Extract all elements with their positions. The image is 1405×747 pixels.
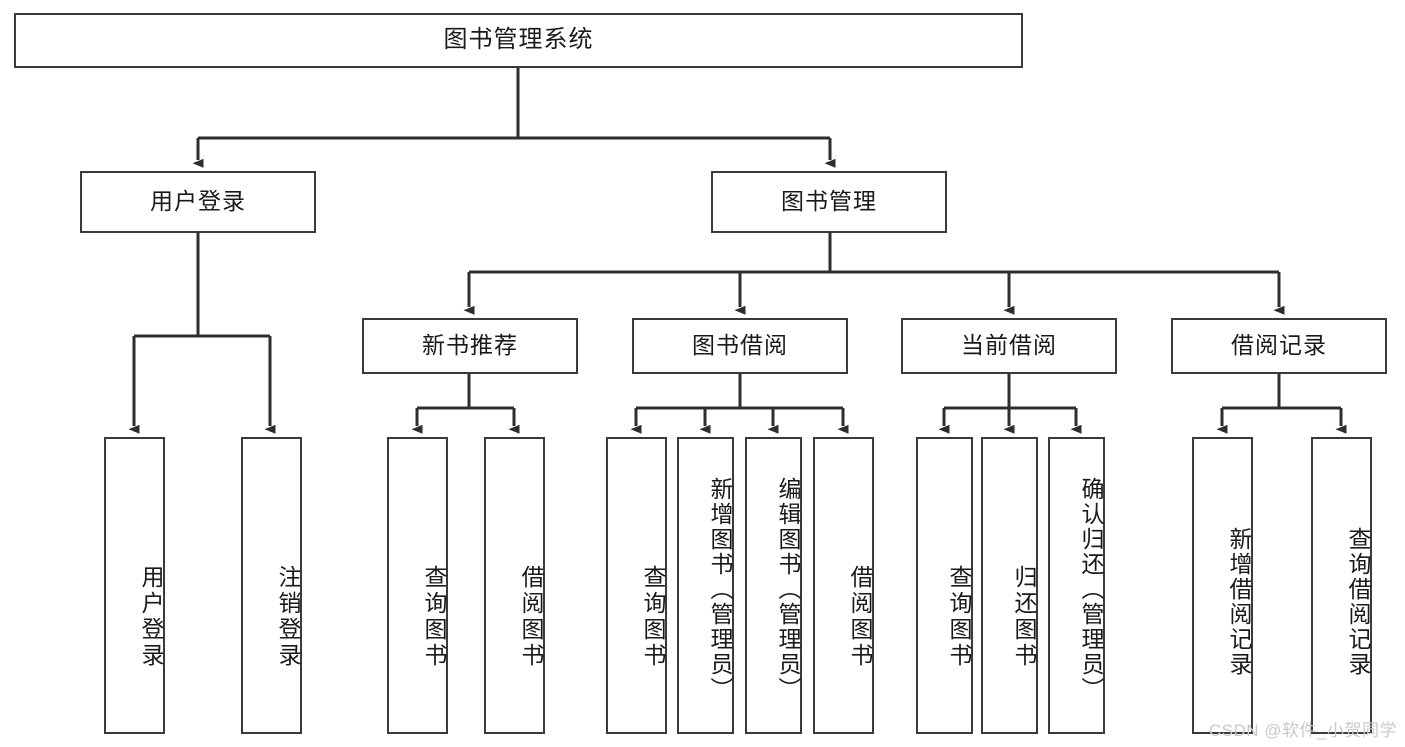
node-label: 查询图书 bbox=[421, 564, 447, 669]
node-label: 用户登录 bbox=[150, 188, 246, 215]
node-leaf-edit-book[interactable]: 编辑图书（管理员） bbox=[745, 437, 802, 734]
node-label: 编辑图书（管理员） bbox=[775, 477, 801, 702]
node-label: 图书管理系统 bbox=[443, 26, 594, 54]
node-leaf-query-book-3[interactable]: 查询图书 bbox=[916, 437, 973, 734]
node-root[interactable]: 图书管理系统 bbox=[14, 13, 1023, 68]
node-book-management[interactable]: 图书管理 bbox=[711, 171, 947, 233]
node-user-login[interactable]: 用户登录 bbox=[80, 171, 316, 233]
node-label: 查询图书 bbox=[946, 564, 972, 669]
node-label: 归还图书 bbox=[1011, 564, 1037, 669]
node-label: 查询借阅记录 bbox=[1345, 526, 1371, 677]
node-label: 借阅记录 bbox=[1231, 332, 1327, 359]
node-book-borrow[interactable]: 图书借阅 bbox=[632, 318, 848, 374]
node-borrow-record[interactable]: 借阅记录 bbox=[1171, 318, 1387, 374]
node-leaf-borrow-book-2[interactable]: 借阅图书 bbox=[813, 437, 874, 734]
node-leaf-user-logout[interactable]: 注销登录 bbox=[241, 437, 302, 734]
node-label: 借阅图书 bbox=[518, 564, 544, 669]
node-leaf-add-book[interactable]: 新增图书（管理员） bbox=[677, 437, 734, 734]
node-label: 新增借阅记录 bbox=[1226, 526, 1252, 677]
node-label: 确认归还（管理员） bbox=[1078, 477, 1104, 702]
node-label: 当前借阅 bbox=[961, 332, 1057, 359]
node-label: 注销登录 bbox=[275, 564, 301, 669]
node-label: 用户登录 bbox=[138, 564, 164, 669]
node-leaf-query-book-2[interactable]: 查询图书 bbox=[606, 437, 667, 734]
watermark-text: CSDN @软件_小贺同学 bbox=[1208, 721, 1397, 740]
node-label: 新增图书（管理员） bbox=[707, 477, 733, 702]
node-label: 查询图书 bbox=[640, 564, 666, 669]
node-new-book-recommend[interactable]: 新书推荐 bbox=[362, 318, 578, 374]
node-current-borrow[interactable]: 当前借阅 bbox=[901, 318, 1117, 374]
node-leaf-query-record[interactable]: 查询借阅记录 bbox=[1311, 437, 1372, 734]
node-label: 借阅图书 bbox=[847, 564, 873, 669]
node-leaf-user-login[interactable]: 用户登录 bbox=[104, 437, 165, 734]
node-leaf-add-record[interactable]: 新增借阅记录 bbox=[1192, 437, 1253, 734]
node-leaf-query-book-1[interactable]: 查询图书 bbox=[387, 437, 448, 734]
node-label: 图书借阅 bbox=[692, 332, 788, 359]
node-label: 新书推荐 bbox=[422, 332, 518, 359]
node-leaf-confirm-return[interactable]: 确认归还（管理员） bbox=[1048, 437, 1105, 734]
node-leaf-borrow-book-1[interactable]: 借阅图书 bbox=[484, 437, 545, 734]
node-label: 图书管理 bbox=[781, 188, 877, 215]
node-leaf-return-book[interactable]: 归还图书 bbox=[981, 437, 1038, 734]
